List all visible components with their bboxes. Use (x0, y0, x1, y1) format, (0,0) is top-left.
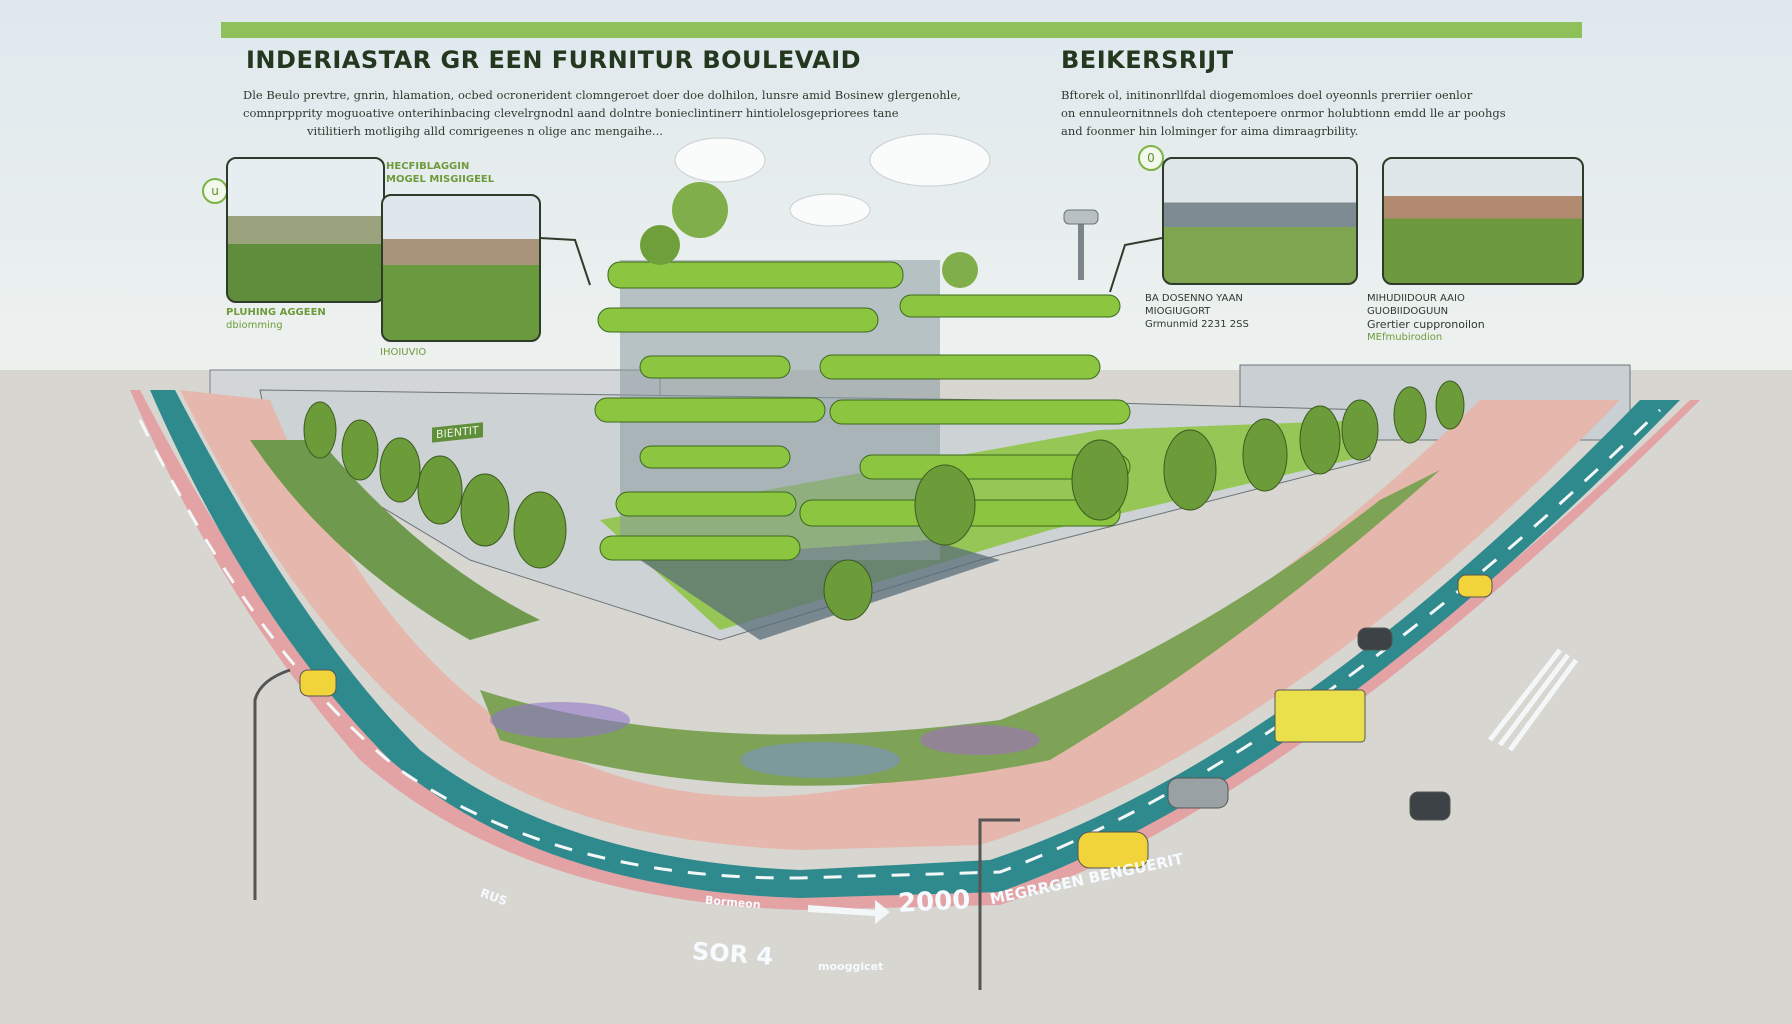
photo-card-farmland (226, 157, 385, 303)
garden-bed-front (480, 470, 1440, 786)
glass-facade (640, 540, 1000, 640)
intro-right-line: Bftorek ol, initinonrllfdal diogemomloes… (1061, 88, 1473, 102)
page-title: INDERIASTAR GR EEN FURNITUR BOULEVAID (246, 46, 862, 74)
callout-marker-right: 0 (1138, 145, 1164, 171)
callout-right-caption-line: Grmunmid 2231 2SS (1145, 319, 1249, 330)
callout-left-footnote: IHOIUVIO (380, 347, 427, 358)
taxi (299, 669, 337, 697)
photo-card-park (1382, 157, 1584, 285)
callout-right-caption-a: BA DOSENNO YAAN MIOGIUGORT Grmunmid 2231… (1145, 292, 1249, 331)
callout-right-caption-line: MEfmubirodion (1367, 332, 1443, 343)
flower-patch (490, 702, 630, 738)
grey-car (1167, 777, 1229, 809)
garden-bed-left (250, 440, 540, 640)
photo-card-urban-garden (381, 194, 541, 342)
intro-left-paragraph: Dle Beulo prevtre, gnrin, hlamation, ocb… (243, 86, 1003, 140)
secondary-title: BEIKERSRIJT (1061, 46, 1234, 74)
flower-patch (920, 725, 1040, 755)
control-tower-head (1063, 209, 1099, 225)
taxi (1457, 574, 1493, 598)
terraced-tower (594, 182, 1131, 561)
street-lamp (978, 818, 1020, 990)
callout-right-caption-line: MIOGIUGORT (1145, 306, 1211, 317)
callout-connector (1109, 237, 1163, 293)
callout-left-heading-line: MOGEL MISGIIGEEL (386, 174, 495, 185)
crosswalk (1488, 648, 1579, 752)
sidewalk-plaza (180, 390, 1620, 850)
photo-card-shopping-street (1162, 157, 1358, 285)
intro-left-line: vitilitierh motligihg alld comrigeenes n… (307, 124, 663, 138)
intro-right-line: and foonmer hin lolminger for aima dimra… (1061, 124, 1359, 138)
control-tower (1078, 220, 1084, 280)
cloud (789, 193, 871, 227)
flower-patch (740, 742, 900, 778)
callout-right-caption-line: BA DOSENNO YAAN (1145, 293, 1243, 304)
lane-divider (138, 408, 1662, 880)
road-speed-marking: 2000 (897, 885, 972, 919)
callout-right-caption-line: GUOBIIDOGUUN (1367, 306, 1449, 317)
callout-right-caption-line: MIHUDIIDOUR AAIO (1367, 293, 1465, 304)
intro-right-paragraph: Bftorek ol, initinonrllfdal diogemomloes… (1061, 86, 1541, 140)
callout-left-heading: HECFIBLAGGIN MOGEL MISGIIGEEL (386, 160, 494, 186)
callout-right-caption-line: Grertier cuppronoilon (1367, 318, 1485, 331)
callout-connector (539, 237, 591, 286)
intro-left-line: comnprpprity moguoative onterihinbacing … (243, 106, 899, 120)
dark-car (1357, 627, 1393, 651)
road-lane-marking: mooggicet (818, 960, 884, 973)
intro-left-line: Dle Beulo prevtre, gnrin, hlamation, ocb… (243, 88, 961, 102)
road-route-marking: SOR 4 (691, 937, 775, 971)
callout-left-heading-line: HECFIBLAGGIN (386, 161, 470, 172)
callout-right-caption-b: MIHUDIIDOUR AAIO GUOBIIDOGUUN Grertier c… (1367, 292, 1485, 344)
callout-left-caption-line: PLUHING AGGEEN (226, 307, 326, 318)
cloud (869, 133, 991, 187)
dark-car (1409, 791, 1451, 821)
road-arrow (808, 900, 890, 924)
callout-left-caption-line: dbiomming (226, 320, 283, 331)
cloud (674, 137, 766, 183)
street-trees (303, 380, 1465, 621)
intro-right-line: on ennuleornitnnels doh ctentepoere onrm… (1061, 106, 1506, 120)
header-accent-bar (221, 22, 1582, 38)
callout-left-caption: PLUHING AGGEEN dbiomming (226, 306, 326, 332)
callout-marker-left: u (202, 178, 228, 204)
yellow-car (1077, 831, 1149, 869)
delivery-truck (1274, 689, 1366, 743)
street-lamp (253, 668, 291, 900)
